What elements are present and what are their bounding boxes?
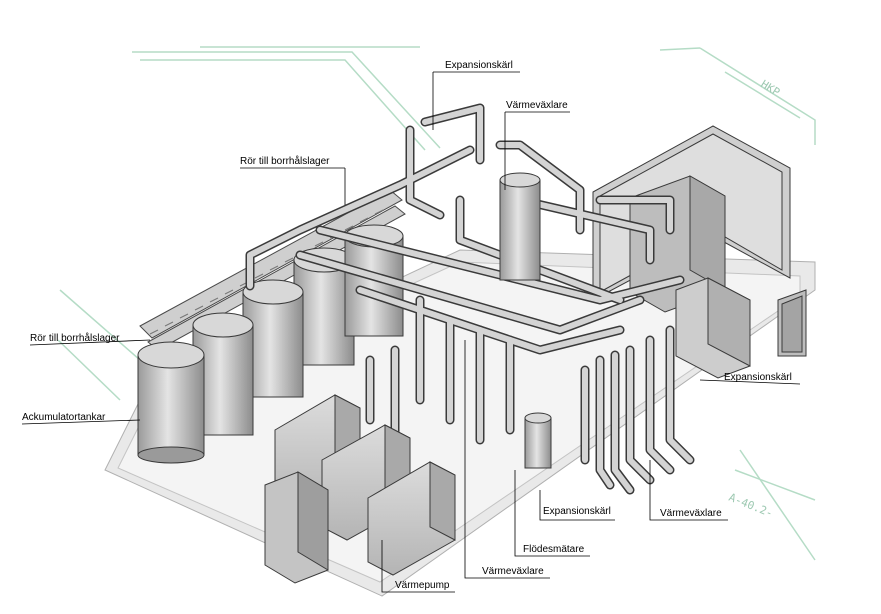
label-ackumulatortankar: Ackumulatortankar bbox=[22, 412, 106, 423]
accumulator-tanks bbox=[137, 224, 404, 464]
cad-label-grid-ref: A-40.2- bbox=[727, 491, 775, 520]
pipe-network bbox=[245, 103, 695, 495]
heat-pump-units bbox=[264, 394, 456, 584]
leader-lines bbox=[21, 71, 801, 593]
label-expansionskarl-right: Expansionskärl bbox=[724, 372, 792, 383]
label-flodesmatare: Flödesmätare bbox=[523, 544, 585, 555]
cad-background-lines bbox=[57, 46, 816, 561]
label-ror-borrhal-left: Rör till borrhålslager bbox=[30, 333, 120, 344]
label-ror-borrhal-top: Rör till borrhålslager bbox=[240, 156, 330, 167]
label-expansionskarl-top: Expansionskärl bbox=[445, 60, 513, 71]
cad-label-hkp: HKP bbox=[758, 78, 782, 100]
label-expansionskarl-bottom: Expansionskärl bbox=[543, 506, 611, 517]
label-varmevaxlare-right: Värmeväxlare bbox=[660, 508, 722, 519]
label-varmevaxlare-bottom: Värmeväxlare bbox=[482, 566, 544, 577]
label-varmevaxlare-top: Värmeväxlare bbox=[506, 100, 568, 111]
label-varmepump: Värmepump bbox=[395, 580, 450, 591]
heat-exchanger-vessels bbox=[499, 172, 552, 469]
right-cabinets bbox=[675, 277, 807, 379]
tank-1 bbox=[137, 341, 205, 464]
